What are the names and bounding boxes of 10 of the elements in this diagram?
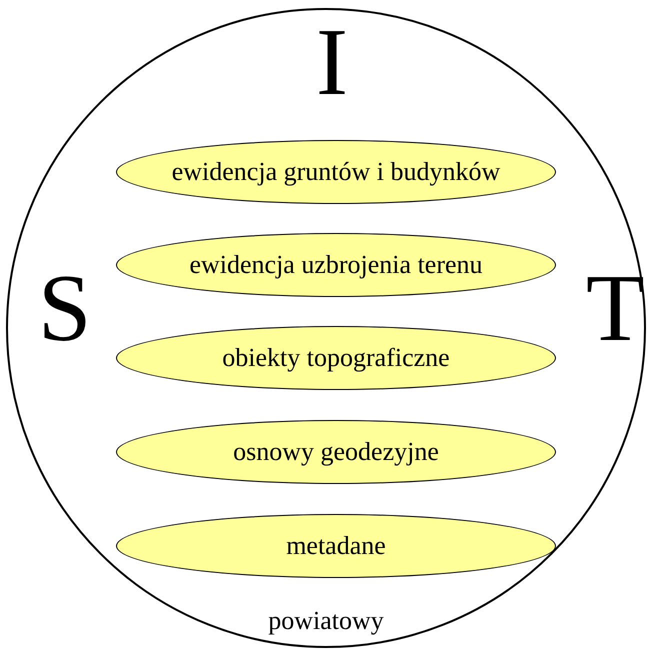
circle-caption: powiatowy bbox=[268, 608, 384, 634]
layer-label: ewidencja uzbrojenia terenu bbox=[189, 250, 483, 280]
layer-label: osnowy geodezyjne bbox=[233, 437, 439, 467]
large-letter: T bbox=[586, 260, 645, 356]
large-letter: I bbox=[316, 14, 348, 110]
layer-label: obiekty topograficzne bbox=[222, 343, 450, 373]
layer-label: ewidencja gruntów i budynków bbox=[172, 157, 500, 187]
large-letter: S bbox=[38, 260, 92, 356]
layer-label: metadane bbox=[286, 531, 386, 561]
outer-circle bbox=[6, 8, 646, 648]
